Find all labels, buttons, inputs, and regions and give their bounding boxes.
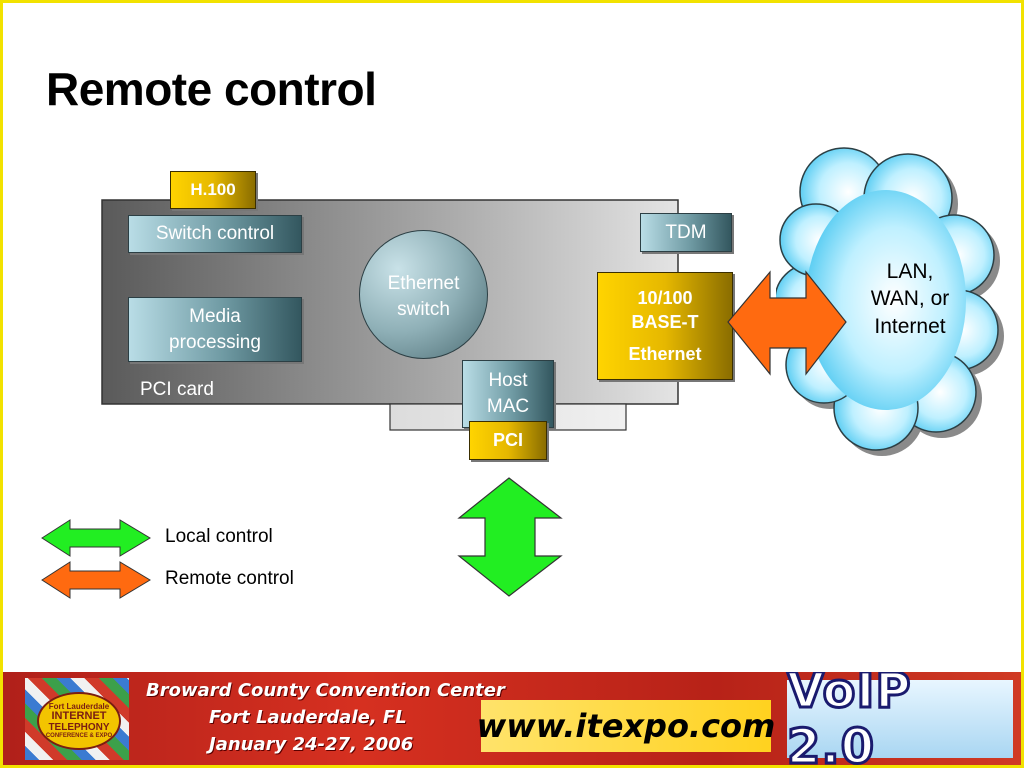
- h100-label: H.100: [170, 171, 256, 209]
- ethernet-port-block: 10/100 BASE-T Ethernet: [597, 272, 733, 380]
- banner-venue: Broward County Convention Center: [146, 680, 505, 701]
- ethernet-switch-line-1: Ethernet: [387, 273, 460, 294]
- host-mac-block: Host MAC: [462, 360, 554, 428]
- switch-control-text: Switch control: [155, 223, 275, 245]
- ethernet-text: Ethernet: [628, 344, 702, 365]
- cloud-label-line-3: Internet: [874, 314, 946, 338]
- base-t-line-1: 10/100: [637, 287, 693, 308]
- legend-local-arrow-icon: [41, 519, 151, 557]
- switch-control-block: Switch control: [128, 215, 302, 253]
- ethernet-switch-node: Ethernet switch: [359, 230, 488, 359]
- tdm-block: TDM: [640, 213, 732, 252]
- cloud-label-line-2: WAN, or: [870, 287, 950, 311]
- media-processing-block: Media processing: [128, 297, 302, 362]
- voip-brand-logo: VoIP 2.0: [786, 672, 1013, 765]
- logo-line-2: INTERNET: [51, 710, 107, 723]
- conference-logo: Fort Lauderdale INTERNET TELEPHONY CONFE…: [25, 678, 129, 760]
- host-mac-line-1: Host: [488, 370, 528, 392]
- banner-url: www.itexpo.com: [477, 700, 775, 752]
- legend-local-label: Local control: [165, 526, 273, 547]
- cloud-label: LAN, WAN, or Internet: [840, 258, 980, 340]
- pci-card-label: PCI card: [140, 379, 214, 400]
- logo-line-1: Fort Lauderdale: [48, 701, 110, 711]
- slide-title: Remote control: [46, 63, 377, 115]
- voip-brand-text: VoIP 2.0: [786, 672, 913, 765]
- logo-line-3: TELEPHONY: [48, 721, 110, 733]
- banner-dates: January 24-27, 2006: [209, 734, 414, 755]
- banner-city: Fort Lauderdale, FL: [209, 707, 407, 728]
- media-processing-line-1: Media: [189, 305, 241, 327]
- media-processing-line-2: processing: [169, 331, 261, 353]
- host-mac-line-2: MAC: [486, 396, 530, 417]
- pci-label: PCI: [469, 421, 547, 460]
- base-t-line-2: BASE-T: [631, 311, 699, 332]
- logo-line-4: CONFERENCE & EXPO: [45, 733, 113, 740]
- tdm-text: TDM: [665, 221, 707, 243]
- conference-logo-badge: Fort Lauderdale INTERNET TELEPHONY CONFE…: [37, 692, 121, 750]
- event-banner: Fort Lauderdale INTERNET TELEPHONY CONFE…: [3, 672, 1021, 765]
- legend-remote-arrow-icon: [41, 561, 151, 599]
- ethernet-switch-line-2: switch: [397, 298, 450, 320]
- legend-remote-label: Remote control: [165, 568, 294, 589]
- cloud-label-line-1: LAN,: [886, 260, 934, 283]
- h100-text: H.100: [190, 179, 236, 199]
- local-control-double-arrow-icon: [457, 477, 563, 597]
- pci-text: PCI: [492, 430, 523, 451]
- remote-control-double-arrow-icon: [727, 270, 847, 376]
